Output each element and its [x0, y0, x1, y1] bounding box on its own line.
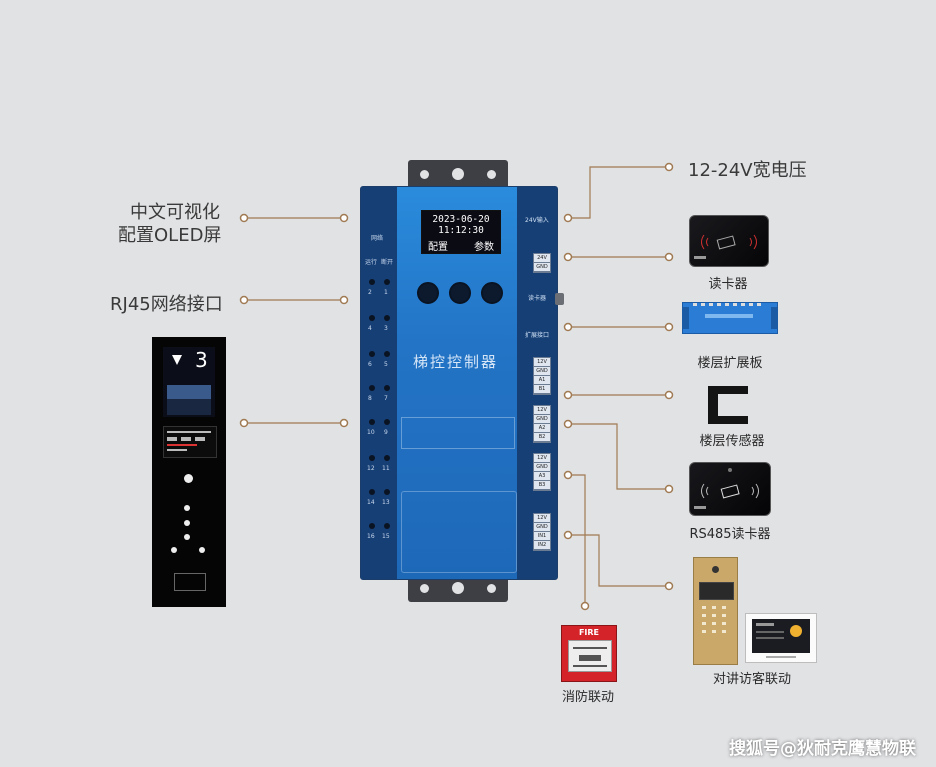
oled-label-line2: 配置OLED屏	[118, 225, 222, 246]
port-num-10: 10	[367, 429, 375, 436]
card-reader-label: 读卡器	[708, 277, 748, 292]
rs485-reader-device	[689, 462, 771, 516]
card-reader-device	[689, 215, 769, 267]
port-num-11: 11	[382, 465, 390, 472]
net-port-label: 网络	[371, 235, 384, 242]
panel-button-open[interactable]	[171, 547, 177, 553]
port-num-15: 15	[382, 533, 390, 540]
panel-emergency-button[interactable]	[184, 474, 193, 483]
port-num-7: 7	[384, 395, 388, 402]
controller-button-1[interactable]	[417, 282, 439, 304]
oled-date: 2023-06-20	[432, 214, 490, 225]
port-num-5: 5	[384, 361, 388, 368]
label-window	[401, 491, 517, 573]
floor-sensor-label: 楼层传感器	[699, 434, 765, 449]
panel-screen: 3	[163, 347, 215, 417]
oled-menu-config: 配置	[428, 242, 448, 253]
floor-sensor-device	[708, 386, 748, 424]
port-num-1: 1	[384, 289, 388, 296]
port-num-12: 12	[367, 465, 375, 472]
port-num-16: 16	[367, 533, 375, 540]
reset-label: 断开	[381, 259, 394, 266]
controller-button-3[interactable]	[481, 282, 503, 304]
elevator-panel: 3	[152, 337, 226, 607]
port-num-9: 9	[384, 429, 388, 436]
panel-button-close[interactable]	[199, 547, 205, 553]
indoor-monitor-screen	[752, 619, 810, 653]
oled-time: 11:12:30	[438, 225, 484, 236]
oled-label-line1: 中文可视化	[130, 202, 220, 223]
reader-port-label: 读卡器	[528, 295, 547, 302]
panel-button-3[interactable]	[184, 505, 190, 511]
indoor-monitor	[745, 613, 817, 663]
panel-card-slot	[174, 573, 206, 591]
top-mount-plate	[408, 160, 508, 190]
fire-label: 消防联动	[561, 690, 614, 705]
rj45-label: RJ45网络接口	[110, 294, 223, 315]
intercom-screen	[699, 582, 734, 600]
fire-text: FIRE	[578, 628, 600, 637]
floor-number: 3	[195, 348, 208, 372]
line-power	[568, 166, 669, 219]
line-rs485	[568, 423, 669, 490]
port-num-6: 6	[368, 361, 372, 368]
controller-left-rail	[361, 187, 397, 579]
fire-alarm-device: FIRE	[561, 625, 617, 682]
power-input-label: 24V输入	[525, 217, 549, 224]
expansion-board-device	[682, 302, 778, 334]
expansion-board-label: 楼层扩展板	[697, 356, 763, 371]
port-num-4: 4	[368, 325, 372, 332]
panel-button-1[interactable]	[184, 534, 190, 540]
port-num-2: 2	[368, 289, 372, 296]
controller-title: 梯控控制器	[413, 353, 499, 371]
watermark: 搜狐号@狄耐克鹰慧物联	[729, 739, 916, 759]
ext-port-label: 扩展接口	[525, 332, 550, 339]
camera-icon	[712, 566, 719, 573]
panel-button-2[interactable]	[184, 520, 190, 526]
run-label: 运行	[365, 259, 378, 266]
elevator-controller: 2023-06-20 11:12:30 配置 参数 梯控控制器 网络 运行 断开…	[360, 186, 558, 580]
line-fire	[568, 474, 586, 606]
controller-button-2[interactable]	[449, 282, 471, 304]
oled-menu-params: 参数	[474, 242, 494, 253]
panel-info-display	[163, 426, 217, 458]
port-num-14: 14	[367, 499, 375, 506]
port-num-8: 8	[368, 395, 372, 402]
intercom-label: 对讲访客联动	[712, 672, 791, 687]
oled-screen: 2023-06-20 11:12:30 配置 参数	[421, 210, 501, 254]
antenna-connector	[555, 293, 564, 305]
line-intercom	[568, 534, 669, 587]
power-label: 12-24V宽电压	[688, 160, 807, 181]
intercom-door-station	[693, 557, 738, 665]
wiring-diagram-print	[401, 417, 515, 449]
port-num-3: 3	[384, 325, 388, 332]
fire-alarm-glass	[568, 640, 612, 672]
port-num-13: 13	[382, 499, 390, 506]
rs485-reader-label: RS485读卡器	[689, 527, 771, 542]
